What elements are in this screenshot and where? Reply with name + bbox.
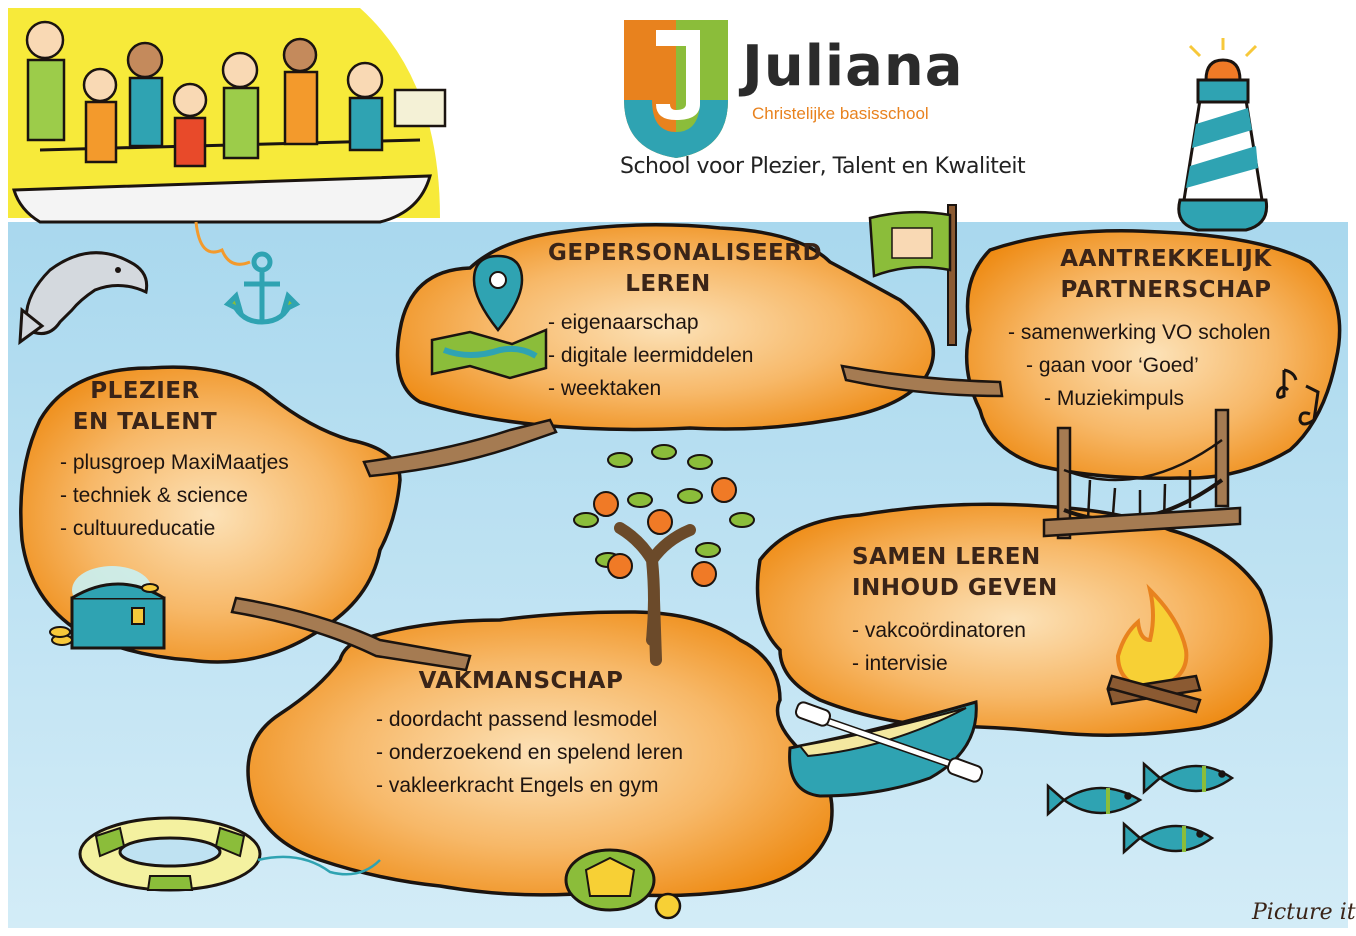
island-title-line2: EN TALENT bbox=[72, 409, 218, 435]
list-item: - digitale leermiddelen bbox=[548, 344, 754, 367]
brand-subtitle: Christelijke basisschool bbox=[752, 104, 929, 123]
island-title-line1: PLEZIER bbox=[90, 378, 200, 404]
apple-tree bbox=[573, 444, 755, 666]
island-title-line1: SAMEN LEREN bbox=[852, 544, 1041, 570]
island-title-line1: AANTREKKELIJK bbox=[1060, 246, 1272, 272]
island-partnerschap-text: AANTREKKELIJK PARTNERSCHAP - samenwerkin… bbox=[1006, 244, 1326, 415]
island-vakmanschap bbox=[246, 610, 834, 898]
fish-group bbox=[1046, 761, 1235, 855]
fish-icon bbox=[1046, 783, 1143, 817]
island-vakmanschap-text: VAKMANSCHAP - doordacht passend lesmodel… bbox=[376, 666, 776, 802]
island-title-line1: GEPERSONALISEERD bbox=[548, 240, 823, 266]
list-item: - doordacht passend lesmodel bbox=[376, 708, 658, 731]
list-item: - gaan voor ‘Goed’ bbox=[1026, 354, 1199, 377]
campfire-icon bbox=[1106, 583, 1202, 714]
tagline: School voor Plezier, Talent en Kwaliteit bbox=[620, 154, 1026, 179]
fish-icon bbox=[1122, 821, 1215, 855]
island-title-line2: LEREN bbox=[625, 271, 711, 297]
island-list: - samenwerking VO scholen - gaan voor ‘G… bbox=[1006, 316, 1326, 415]
island-samen-leren-text: SAMEN LEREN INHOUD GEVEN - vakcoördinato… bbox=[852, 542, 1112, 680]
island-gepersonaliseerd-text: GEPERSONALISEERD LEREN - eigenaarschap -… bbox=[548, 238, 848, 405]
music-notes-icon bbox=[1276, 368, 1320, 426]
flag-icon bbox=[868, 204, 957, 346]
island-list: - eigenaarschap - digitale leermiddelen … bbox=[548, 306, 848, 405]
canoe-icon bbox=[788, 700, 984, 798]
island-title-line1: VAKMANSCHAP bbox=[418, 668, 624, 694]
treasure-chest-icon bbox=[49, 566, 166, 650]
life-ring-icon bbox=[78, 816, 381, 892]
children-boat bbox=[8, 8, 447, 266]
list-item: - vakcoördinatoren bbox=[852, 619, 1026, 642]
rope-bridge bbox=[1042, 408, 1242, 540]
school-logo bbox=[624, 20, 728, 158]
list-item: - cultuureducatie bbox=[60, 517, 216, 540]
island-plezier-text: PLEZIER EN TALENT - plusgroep MaxiMaatje… bbox=[60, 376, 380, 545]
map-pin-icon bbox=[430, 254, 548, 380]
plank-bridge bbox=[230, 364, 1004, 672]
turtle-icon bbox=[564, 848, 682, 920]
list-item: - Muziekimpuls bbox=[1044, 387, 1185, 410]
list-item: - samenwerking VO scholen bbox=[1008, 321, 1271, 344]
list-item: - eigenaarschap bbox=[548, 311, 699, 334]
list-item: - weektaken bbox=[548, 377, 662, 400]
list-item: - onderzoekend en spelend leren bbox=[376, 741, 684, 764]
anchor bbox=[223, 251, 301, 325]
credit-logo: Picture it bbox=[1252, 900, 1356, 925]
list-item: - techniek & science bbox=[60, 484, 248, 507]
island-title-line2: INHOUD GEVEN bbox=[852, 575, 1058, 601]
island-title-line2: PARTNERSCHAP bbox=[1060, 277, 1272, 303]
lighthouse-icon bbox=[1177, 38, 1269, 232]
brand-name: Juliana bbox=[742, 34, 964, 99]
island-list: - doordacht passend lesmodel - onderzoek… bbox=[376, 703, 776, 802]
island-list: - vakcoördinatoren - intervisie bbox=[852, 614, 1112, 680]
island-list: - plusgroep MaxiMaatjes - techniek & sci… bbox=[60, 446, 380, 545]
list-item: - intervisie bbox=[852, 652, 948, 675]
list-item: - vakleerkracht Engels en gym bbox=[376, 774, 659, 797]
list-item: - plusgroep MaxiMaatjes bbox=[60, 451, 289, 474]
dolphin bbox=[18, 251, 149, 346]
fish-icon bbox=[1142, 761, 1235, 795]
